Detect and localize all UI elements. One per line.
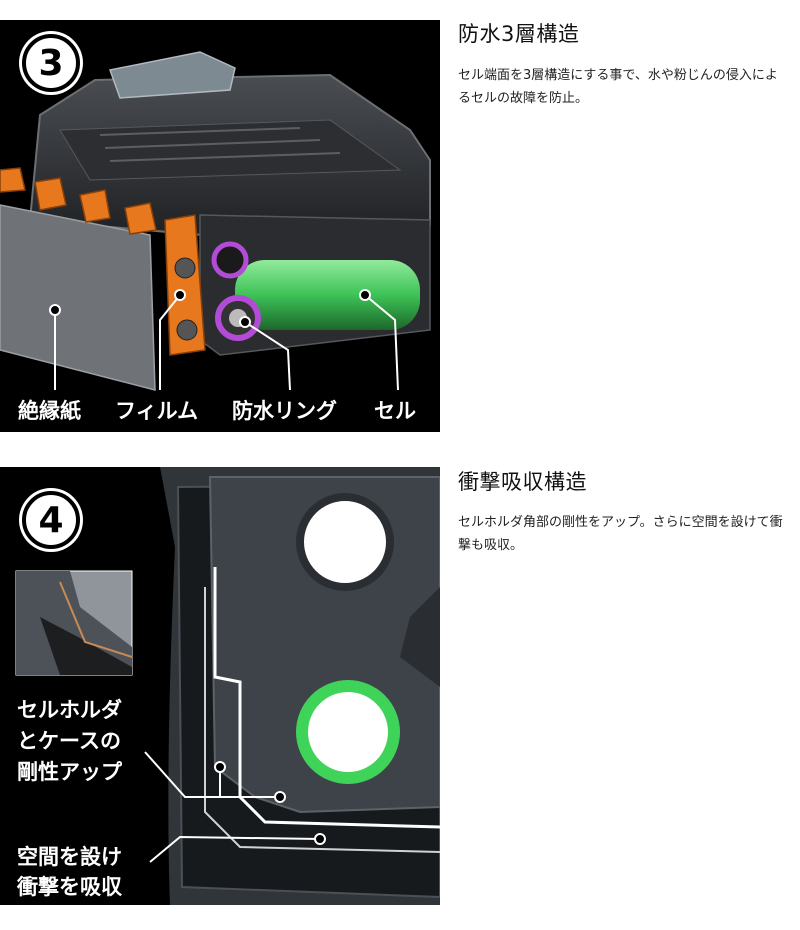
label-waterproof-ring: 防水リング (232, 399, 337, 423)
callout-rigidity-line-1: セルホルダ (17, 698, 122, 722)
callout-space: 空間を設け 衝撃を吸収 (17, 842, 122, 902)
section4-title: 衝撃吸収構造 (458, 470, 587, 494)
callout-space-line-1: 空間を設け (17, 845, 122, 869)
label-film: フィルム (115, 399, 199, 423)
battery-illustration-3: 3 絶縁紙 フィルム 防水リング セル (0, 20, 440, 432)
battery-layers-drawing (0, 51, 431, 391)
callout-space-line-2: 衝撃を吸収 (17, 875, 122, 899)
label-cell: セル (374, 399, 416, 423)
callout-rigidity-line-3: 剛性アップ (17, 760, 122, 784)
callout-rigidity-line-2: とケースの (17, 729, 121, 753)
cell-holder-drawing (15, 467, 440, 905)
callout-rigidity: セルホルダ とケースの 剛性アップ (17, 695, 122, 788)
step-badge-4: 4 (22, 491, 80, 549)
label-insulating-paper: 絶縁紙 (18, 399, 81, 423)
section4-description: セルホルダ角部の剛性をアップ。さらに空間を設けて衝撃も吸収。 (458, 515, 783, 553)
battery-illustration-4: 4 セルホルダ とケースの 剛性アップ 空間を設け 衝撃を吸収 (0, 467, 440, 905)
step-badge-3: 3 (22, 34, 80, 92)
section3-description: セル端面を3層構造にする事で、水や粉じんの侵入によるセルの故障を防止。 (458, 68, 778, 106)
section3-title: 防水3層構造 (458, 22, 580, 46)
